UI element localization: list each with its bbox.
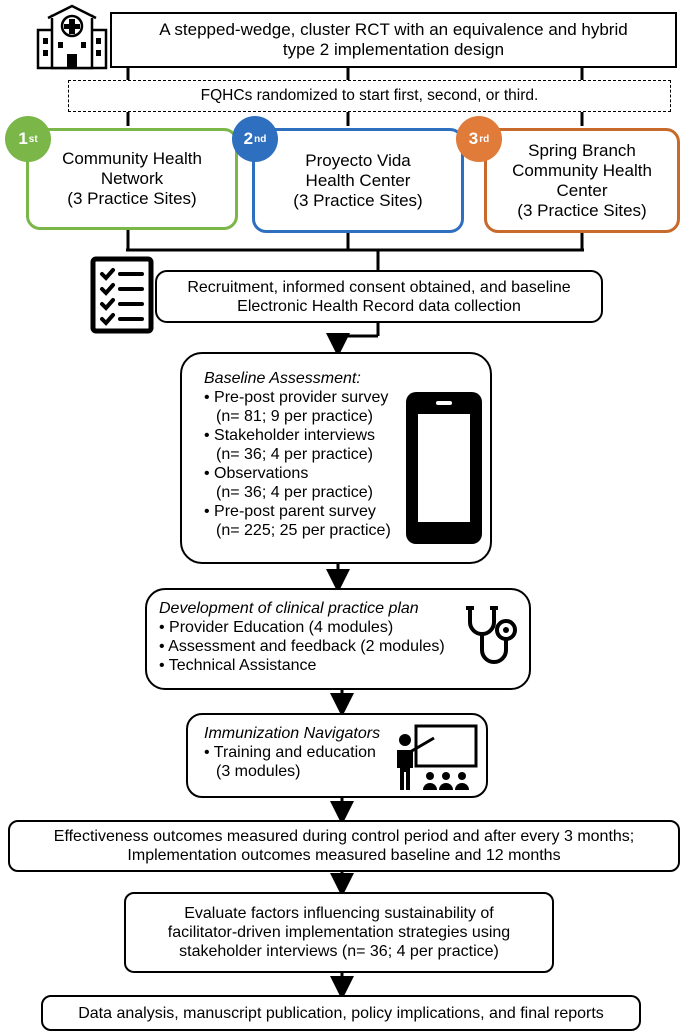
evaluate-box: Evaluate factors influencing sustainabil… — [124, 892, 554, 973]
smartphone-icon — [406, 392, 482, 549]
baseline-item-1-detail: (n= 81; 9 per practice) — [216, 408, 373, 425]
baseline-item-1: • Pre-post provider survey — [204, 389, 389, 406]
teacher-classroom-icon — [394, 724, 480, 797]
outcomes-line1: Effectiveness outcomes measured during c… — [53, 828, 635, 845]
baseline-item-2: • Stakeholder interviews — [204, 427, 376, 444]
development-item-1: • Provider Education (4 modules) — [159, 619, 394, 636]
site-3-line2: Community Health — [512, 160, 652, 180]
site-1-line2: Network — [100, 169, 164, 188]
evaluate-line2: facilitator-driven implementation strate… — [167, 924, 511, 941]
site-2-badge-number: 2 — [243, 129, 254, 148]
site-2-badge-suffix: nd — [254, 133, 267, 145]
baseline-item-2-detail: (n= 36; 4 per practice) — [216, 446, 373, 463]
randomization-box: FQHCs randomized to start first, second,… — [68, 80, 671, 112]
baseline-item-3: • Observations — [204, 465, 309, 482]
site-3-line3: Center — [556, 180, 608, 200]
outcomes-line2: Implementation outcomes measured baselin… — [127, 847, 561, 864]
site-box-1: Community Health Network (3 Practice Sit… — [26, 128, 238, 230]
site-3-line4: (3 Practice Sites) — [517, 200, 647, 220]
baseline-item-3-detail: (n= 36; 4 per practice) — [216, 484, 373, 501]
site-1-line1: Community Health — [62, 149, 202, 168]
site-2-line3: (3 Practice Sites) — [293, 190, 423, 210]
development-box: Development of clinical practice plan • … — [145, 588, 531, 690]
recruitment-box: Recruitment, informed consent obtained, … — [155, 270, 603, 323]
baseline-item-4: • Pre-post parent survey — [204, 503, 376, 520]
final-reports-text: Data analysis, manuscript publication, p… — [78, 1004, 604, 1022]
recruitment-line2: Electronic Health Record data collection — [237, 297, 521, 315]
evaluate-line1: Evaluate factors influencing sustainabil… — [184, 905, 494, 922]
recruitment-line1: Recruitment, informed consent obtained, … — [187, 278, 571, 296]
development-item-2: • Assessment and feedback (2 modules) — [159, 638, 445, 655]
study-design-box: A stepped-wedge, cluster RCT with an equ… — [110, 12, 677, 68]
site-2-line1: Proyecto Vida — [305, 150, 411, 170]
site-1-badge-suffix: st — [28, 133, 38, 145]
development-title: Development of clinical practice plan — [159, 600, 419, 617]
site-1-line3: (3 Practice Sites) — [67, 189, 197, 208]
site-box-2: Proyecto Vida Health Center (3 Practice … — [252, 128, 464, 233]
site-3-badge-number: 3 — [468, 129, 479, 148]
baseline-title: Baseline Assessment: — [204, 370, 361, 387]
navigators-title: Immunization Navigators — [204, 725, 381, 742]
study-design-line1: A stepped-wedge, cluster RCT with an equ… — [159, 20, 628, 39]
site-2-line2: Health Center — [305, 170, 411, 190]
randomization-text: FQHCs randomized to start first, second,… — [200, 86, 539, 104]
navigators-item-1: • Training and education — [204, 744, 376, 761]
study-design-line2: type 2 implementation design — [282, 40, 505, 59]
final-reports-box: Data analysis, manuscript publication, p… — [41, 995, 641, 1031]
evaluate-line3: stakeholder interviews (n= 36; 4 per pra… — [179, 943, 499, 960]
site-1-badge-number: 1 — [18, 129, 28, 148]
site-3-line1: Spring Branch — [528, 140, 636, 160]
stethoscope-icon — [462, 604, 524, 681]
baseline-item-4-detail: (n= 225; 25 per practice) — [216, 522, 391, 539]
navigators-item-1-detail: (3 modules) — [216, 763, 301, 780]
checklist-icon — [90, 256, 156, 341]
site-box-3: Spring Branch Community Health Center (3… — [484, 128, 680, 233]
hospital-icon — [34, 4, 110, 75]
site-3-badge-suffix: rd — [479, 133, 490, 145]
development-item-3: • Technical Assistance — [159, 657, 317, 674]
outcomes-box: Effectiveness outcomes measured during c… — [8, 820, 680, 872]
